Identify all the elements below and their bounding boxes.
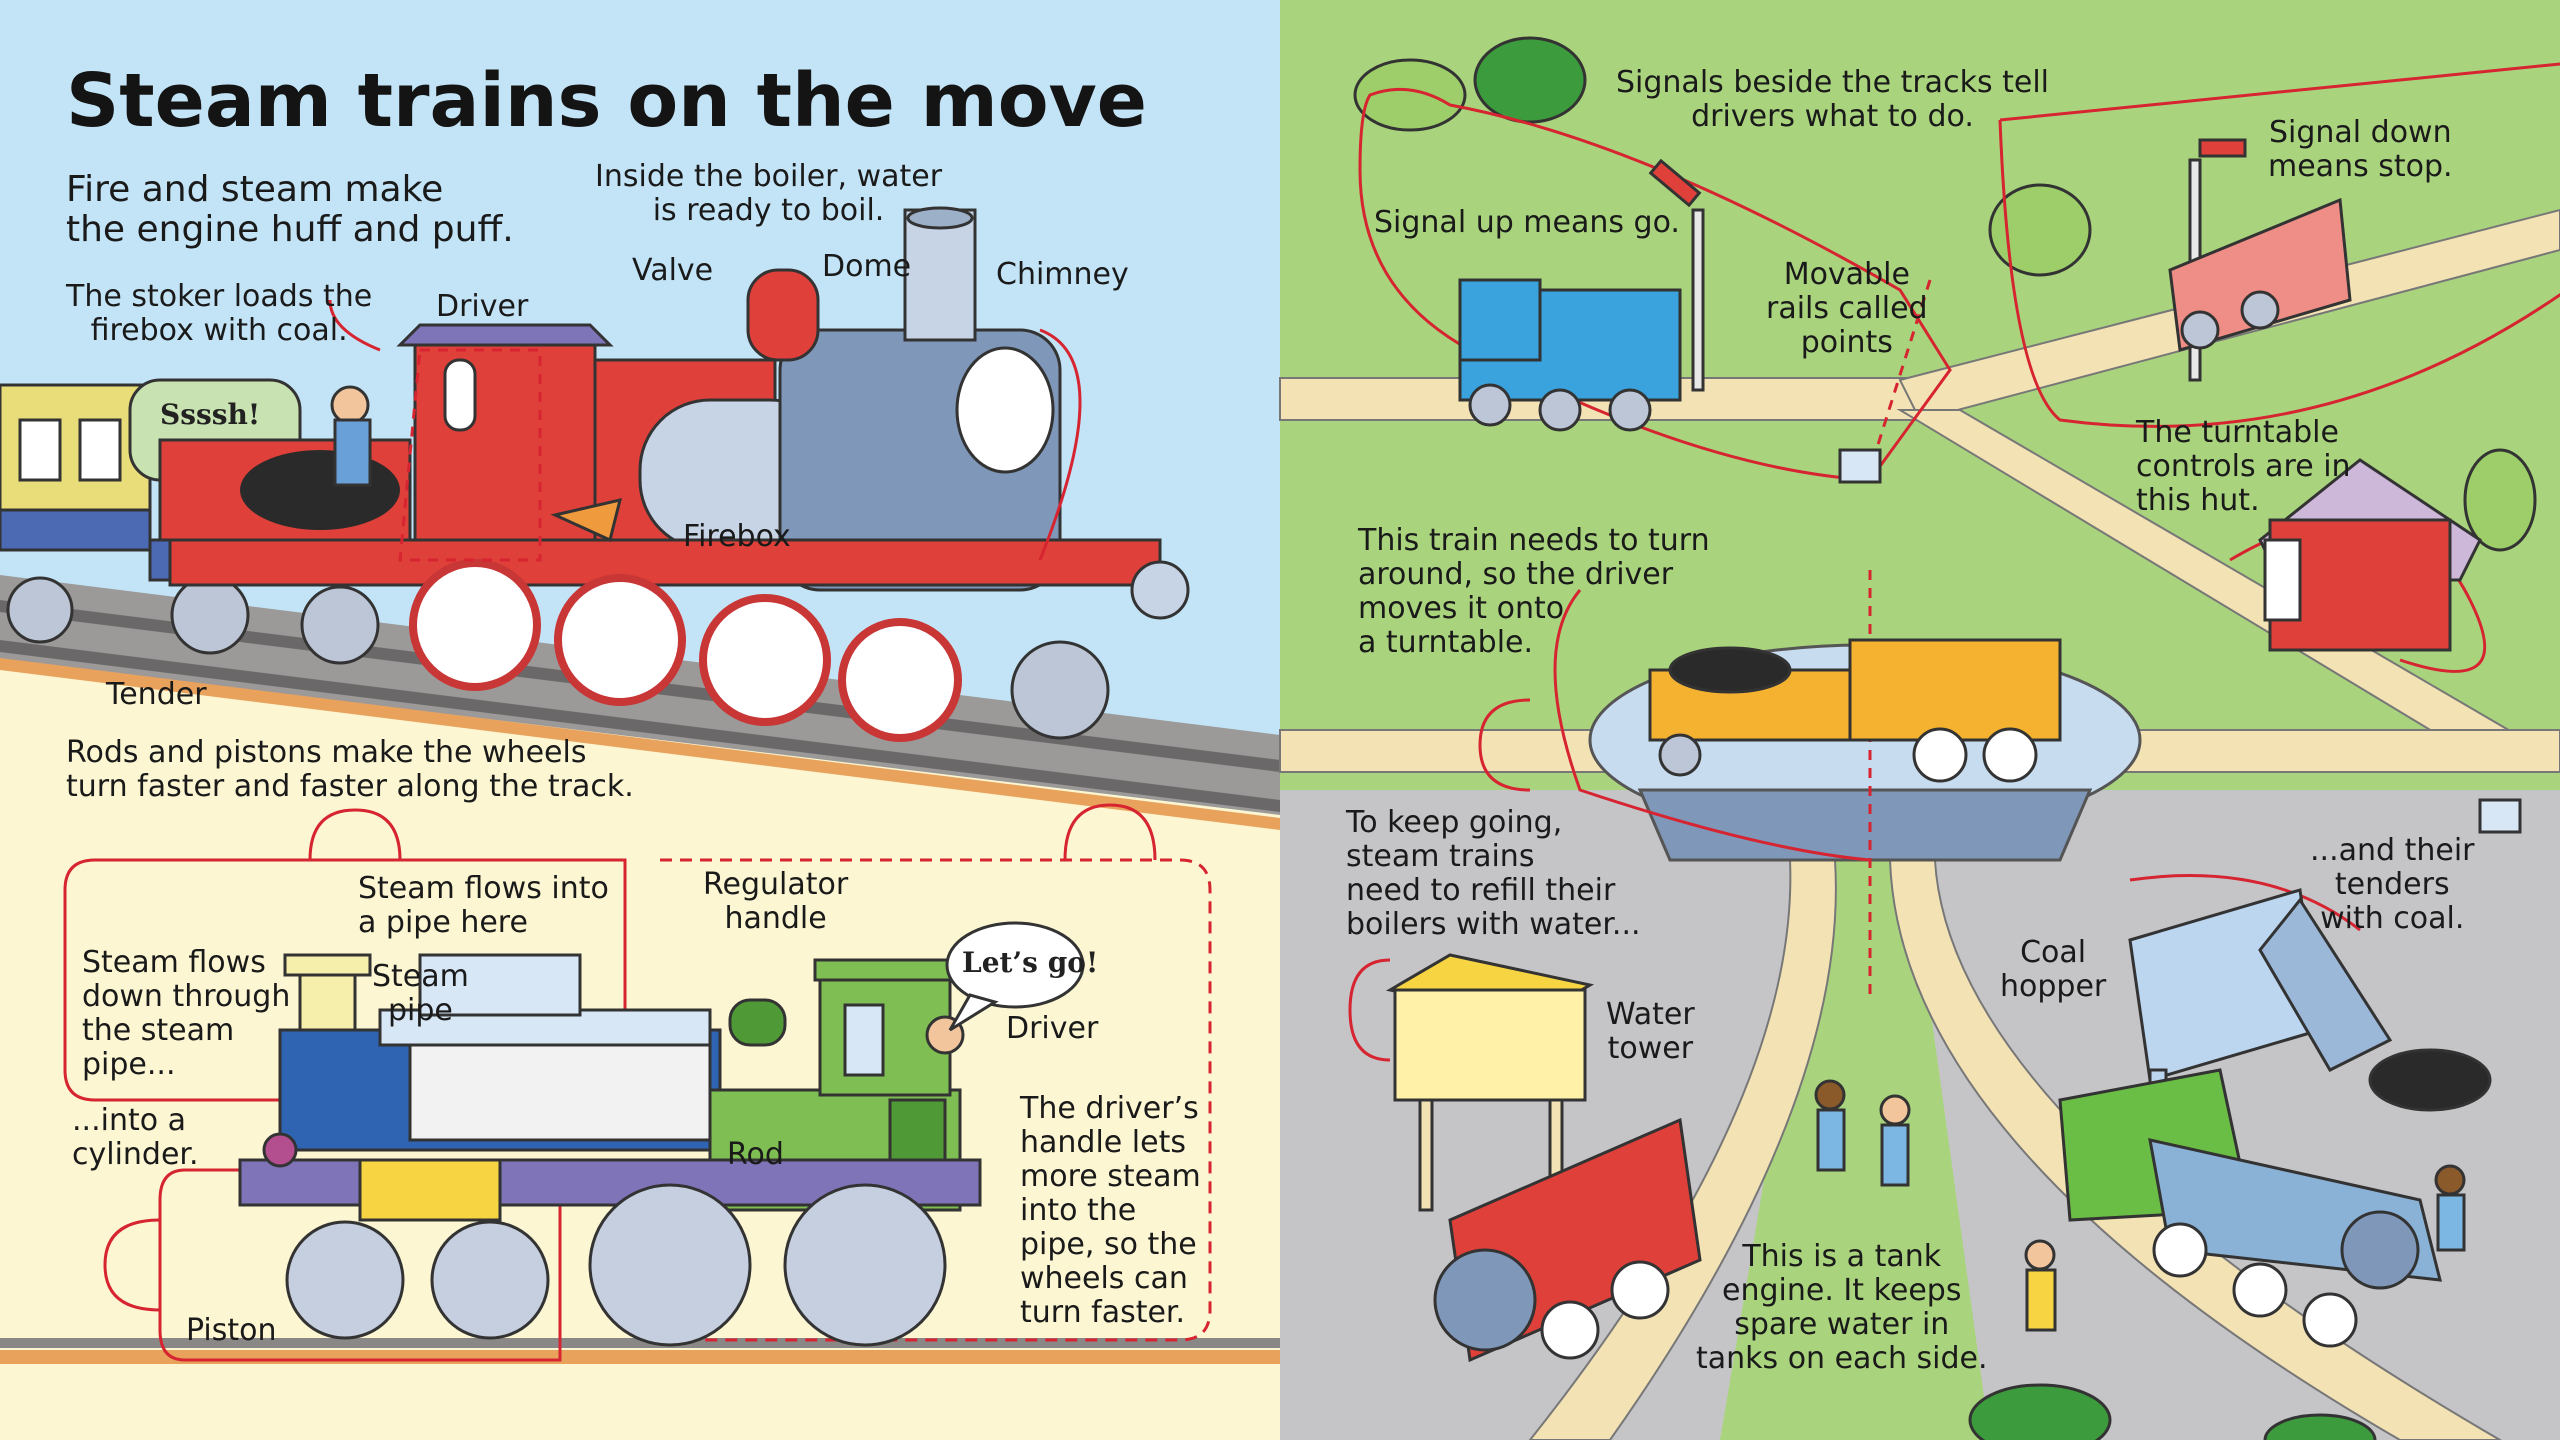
chimney-label: Chimney: [996, 257, 1129, 292]
signals-note: Signals beside the tracks tell drivers w…: [1616, 65, 2049, 134]
firebox-label: Firebox: [683, 519, 791, 554]
water-tower: [1385, 953, 1595, 1212]
steam-flows-into-label: Steam flows into a pipe here: [358, 871, 609, 940]
dome-label: Dome: [822, 249, 912, 284]
coal-tenders-note: ...and their tenders with coal.: [2310, 833, 2475, 936]
trees: [1353, 36, 2537, 1440]
tank-engine-note: This is a tank engine. It keeps spare wa…: [1696, 1239, 1988, 1376]
water-tower-label: Water tower: [1606, 997, 1695, 1066]
tender-label: Tender: [106, 677, 207, 712]
pink-engine: [2168, 197, 2352, 352]
lets-go-bubble: [945, 921, 1085, 1032]
rod-label: Rod: [727, 1137, 784, 1172]
coal-hopper: [2128, 888, 2492, 1182]
workers: [1814, 1079, 2466, 1332]
signal-callouts: [1348, 62, 2560, 1062]
drivers-handle-note: The driver’s handle lets more steam into…: [1020, 1091, 1201, 1330]
boiler-note: Inside the boiler, water is ready to boi…: [595, 159, 943, 228]
refill-water-note: To keep going, steam trains need to refi…: [1346, 805, 1641, 942]
stoker: [330, 385, 372, 487]
cutaway-track: [0, 1350, 1280, 1364]
turntable-hut: [2258, 458, 2482, 652]
callout-outlines-bottom: [63, 803, 1212, 1362]
stoker-note: The stoker loads the firebox with coal.: [66, 279, 373, 348]
signal-down-note: Signal down means stop.: [2268, 115, 2453, 184]
intro-text: Fire and steam make the engine huff and …: [66, 169, 514, 250]
signal-up-note: Signal up means go.: [1374, 205, 1680, 240]
tender-sign: Ssssh!: [160, 398, 261, 431]
steam-pipe-label: Steam pipe: [372, 959, 469, 1028]
tank-engine: [1433, 1117, 1702, 1363]
lets-go-text: Let’s go!: [962, 946, 1099, 979]
driver-cutaway-label: Driver: [1006, 1011, 1099, 1046]
red-engine: [168, 206, 1190, 742]
turntable-hut-note: The turntable controls are in this hut.: [2136, 415, 2351, 518]
regulator-handle-label: Regulator handle: [703, 867, 849, 936]
curve-track-left: [1528, 859, 1837, 1440]
green-engine: [238, 953, 982, 1347]
yellow-engine: [1648, 638, 2062, 783]
driver-label: Driver: [436, 289, 529, 324]
valve-label: Valve: [632, 253, 714, 288]
page-title: Steam trains on the move: [66, 58, 1147, 144]
coal-hopper-label: Coal hopper: [2000, 935, 2107, 1004]
blue-engine: [1458, 278, 1682, 432]
callout-outlines-top: [328, 299, 1082, 562]
points-note: Movable rails called points: [1766, 257, 1928, 360]
rods-note: Rods and pistons make the wheels turn fa…: [66, 735, 634, 804]
piston-label: Piston: [186, 1313, 277, 1348]
turn-around-note: This train needs to turn around, so the …: [1358, 523, 1710, 660]
green-engine-right: [2058, 1068, 2442, 1348]
steam-flows-down-label: Steam flows down through the steam pipe.…: [82, 945, 291, 1082]
into-cylinder-label: ...into a cylinder.: [72, 1103, 199, 1172]
